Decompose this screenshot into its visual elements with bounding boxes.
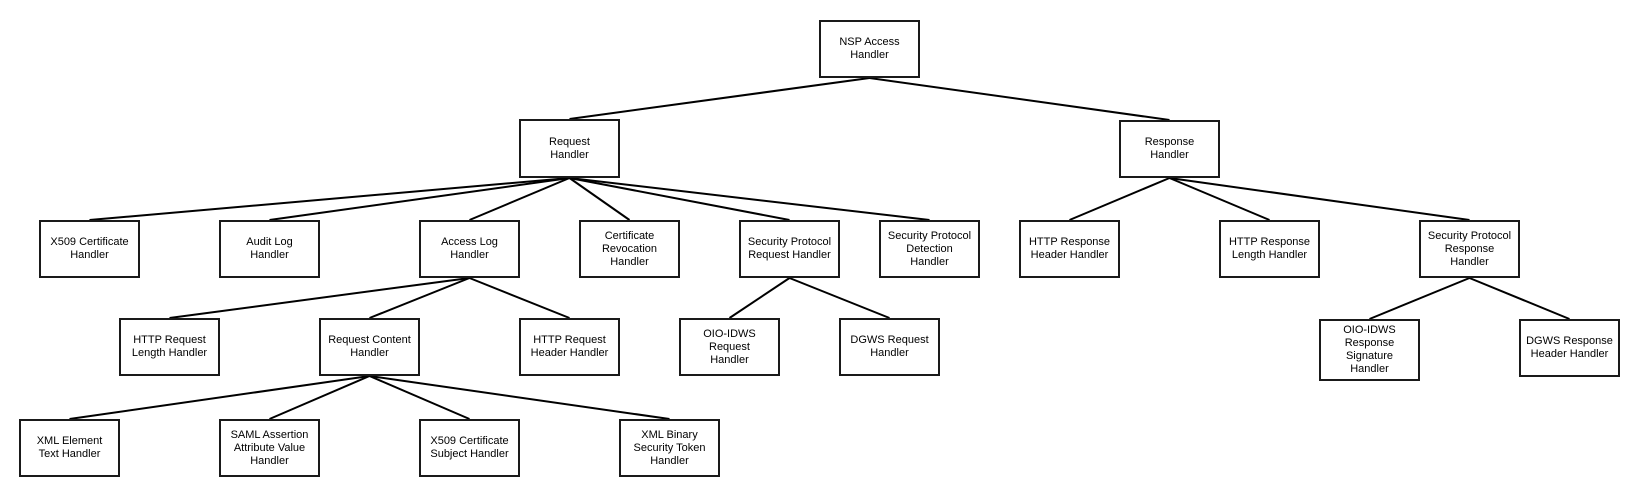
node-dgws-response-header-handler: DGWS Response Header Handler [1519,319,1620,377]
node-security-protocol-response-handler: Security Protocol Response Handler [1419,220,1520,278]
node-access-log-handler: Access Log Handler [419,220,520,278]
node-xml-binary-security-token-handler: XML Binary Security Token Handler [619,419,720,477]
node-http-response-header-handler: HTTP Response Header Handler [1019,220,1120,278]
node-oio-idws-request-handler: OIO-IDWS Request Handler [679,318,780,376]
node-dgws-request-handler: DGWS Request Handler [839,318,940,376]
node-http-response-length-handler: HTTP Response Length Handler [1219,220,1320,278]
node-oio-idws-response-signature-handler: OIO-IDWS Response Signature Handler [1319,319,1420,381]
node-http-request-header-handler: HTTP Request Header Handler [519,318,620,376]
node-xml-element-text-handler: XML Element Text Handler [19,419,120,477]
node-saml-assertion-attribute-value-handler: SAML Assertion Attribute Value Handler [219,419,320,477]
node-nsp-access-handler: NSP Access Handler [819,20,920,78]
node-security-protocol-detection-handler: Security Protocol Detection Handler [879,220,980,278]
node-request-handler: Request Handler [519,119,620,178]
node-audit-log-handler: Audit Log Handler [219,220,320,278]
node-request-content-handler: Request Content Handler [319,318,420,376]
node-x509-certificate-handler: X509 Certificate Handler [39,220,140,278]
node-security-protocol-request-handler: Security Protocol Request Handler [739,220,840,278]
node-response-handler: Response Handler [1119,120,1220,178]
node-x509-certificate-subject-handler: X509 Certificate Subject Handler [419,419,520,477]
node-certificate-revocation-handler: Certificate Revocation Handler [579,220,680,278]
node-http-request-length-handler: HTTP Request Length Handler [119,318,220,376]
